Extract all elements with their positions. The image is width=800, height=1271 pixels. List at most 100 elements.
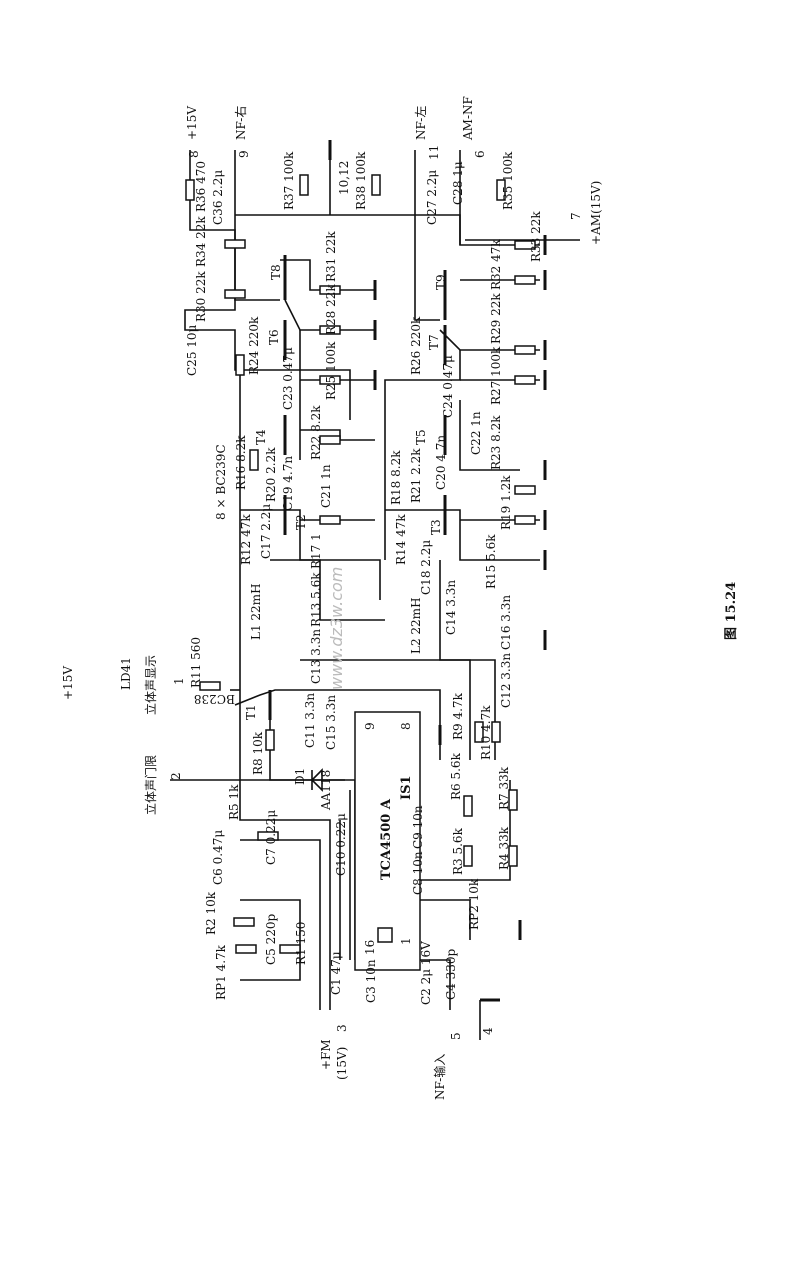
component-label-r17: R17 1 xyxy=(309,533,323,569)
component-label-c17: C17 2.2μ xyxy=(259,504,273,559)
am-nf-label: AM-NF xyxy=(461,96,475,141)
component-label-c36: C36 2.2μ xyxy=(211,170,225,225)
transistor-group: 8 × BC239C xyxy=(214,444,228,520)
nf-left-pin: 11 xyxy=(427,145,441,160)
component-label-r25: R25 100k xyxy=(324,341,338,400)
component-label-r28: R28 22k xyxy=(324,284,338,335)
component-label-r14: R14 47k xyxy=(394,514,408,565)
t2-label: T2 xyxy=(294,514,308,530)
component-label-rp1: RP1 4.7k xyxy=(214,944,228,1000)
component-label-c1: C1 47μ xyxy=(329,951,343,995)
component-label-r37: R37 100k xyxy=(282,151,296,210)
pins-10-12: 10,12 xyxy=(337,161,351,195)
ic-pin-1: 1 xyxy=(399,937,413,945)
fm-supply: +FM xyxy=(319,1039,333,1070)
component-label-r23: R23 8.2k xyxy=(489,415,503,470)
ic-ref: IS1 xyxy=(399,775,414,800)
component-label-r36: R36 470 xyxy=(194,161,208,212)
component-label-r5: R5 1k xyxy=(227,784,241,820)
led-supply: +15V xyxy=(61,666,75,700)
component-label-c25: C25 10μ xyxy=(185,324,199,376)
component-label-c13: C13 3.3n xyxy=(309,629,323,684)
ground-symbols xyxy=(328,140,547,1002)
am-nf-pin: 6 xyxy=(473,150,487,158)
nf-right-pin: 9 xyxy=(237,150,251,158)
ic-pin-9: 9 xyxy=(363,722,377,730)
component-label-c10: C10 0.22μ xyxy=(334,813,348,876)
ic-pin-16: 16 xyxy=(363,940,377,955)
component-label-r34: R34 22k xyxy=(194,216,208,267)
am-supply: +AM(15V) xyxy=(589,181,603,245)
component-label-r7: R7 33k xyxy=(497,766,511,810)
component-label-c23: C23 0.47μ xyxy=(281,347,295,410)
stereo-threshold-pin: 2 xyxy=(169,772,183,780)
t8-label: T8 xyxy=(269,264,283,280)
component-label-c11: C11 3.3n xyxy=(303,693,317,748)
component-label-r18: R18 8.2k xyxy=(389,450,403,505)
t9-label: T9 xyxy=(434,274,448,290)
led-ld41: LD41 xyxy=(119,657,133,690)
t6-label: T6 xyxy=(267,329,281,345)
component-label-r8: R8 10k xyxy=(251,731,265,775)
nf-left-label: NF-左 xyxy=(413,106,428,140)
component-label-r24: R24 220k xyxy=(247,316,261,375)
component-label-r21: R21 2.2k xyxy=(409,448,423,503)
ic-notch xyxy=(377,927,393,943)
component-label-r19: R19 1.2k xyxy=(499,475,513,530)
component-label-c14: C14 3.3n xyxy=(444,580,458,635)
component-label-r38: R38 100k xyxy=(354,151,368,210)
ic-tca4500a xyxy=(354,711,421,971)
gnd-pin: 4 xyxy=(481,1027,495,1035)
component-label-r27: R27 100k xyxy=(489,346,503,405)
am-pin: 7 xyxy=(569,212,583,220)
component-label-l2: L2 22mH xyxy=(409,597,423,654)
t5-label: T5 xyxy=(414,429,428,445)
component-label-r33: R33 22k xyxy=(529,211,543,262)
component-label-r9: R9 4.7k xyxy=(451,692,465,740)
fm-voltage: (15V) xyxy=(335,1047,349,1080)
component-label-r35: R35 100k xyxy=(501,151,515,210)
component-label-r6: R6 5.6k xyxy=(449,752,463,800)
ic-name: TCA4500 A xyxy=(379,798,394,880)
component-label-r11: R11 560 xyxy=(189,637,203,688)
d1-type: AA118 xyxy=(319,770,333,811)
nf-input-pin: 5 xyxy=(449,1032,463,1040)
nf-right-label: NF-右 xyxy=(233,106,248,140)
figure-caption: 图 15.24 xyxy=(724,582,739,640)
t1-label: T1 xyxy=(244,704,258,720)
supply-15v: +15V xyxy=(185,106,199,140)
watermark: www.dz3w.com xyxy=(327,567,346,690)
component-label-c19: C19 4.7n xyxy=(281,456,295,511)
transistors xyxy=(268,255,447,720)
component-label-c16: C16 3.3n xyxy=(499,595,513,650)
component-label-r31: R31 22k xyxy=(324,231,338,282)
component-label-r29: R29 22k xyxy=(489,293,503,344)
component-label-r2: R2 10k xyxy=(204,891,218,935)
component-label-r1: R1 150 xyxy=(294,922,308,965)
component-label-c20: C20 4.7n xyxy=(434,435,448,490)
component-label-l1: L1 22mH xyxy=(249,583,263,640)
resistors xyxy=(185,174,536,954)
component-label-c18: C18 2.2μ xyxy=(419,540,433,595)
t1-type: BC238 xyxy=(194,692,235,706)
component-label-r30: R30 22k xyxy=(194,271,208,322)
supply-pin-8: 8 xyxy=(187,150,201,158)
stereo-display-label: 立体声显示 xyxy=(143,655,158,715)
component-label-c5: C5 220p xyxy=(264,913,278,965)
component-label-r32: R32 47k xyxy=(489,239,503,290)
component-label-r20: R20 2.2k xyxy=(264,447,278,502)
t4-label: T4 xyxy=(254,429,268,445)
d1-label: D1 xyxy=(293,768,307,785)
component-label-r12: R12 47k xyxy=(239,514,253,565)
component-label-c7: C7 0.22μ xyxy=(264,810,278,865)
ic-pin-8: 8 xyxy=(399,722,413,730)
component-label-c9: C9 10n xyxy=(411,805,425,849)
diode-d1 xyxy=(310,768,323,792)
component-label-r4: R4 33k xyxy=(497,826,511,870)
component-label-rp2: RP2 10k xyxy=(467,878,481,930)
component-label-r22: R22 8.2k xyxy=(309,405,323,460)
component-label-c6: C6 0.47μ xyxy=(211,830,225,885)
